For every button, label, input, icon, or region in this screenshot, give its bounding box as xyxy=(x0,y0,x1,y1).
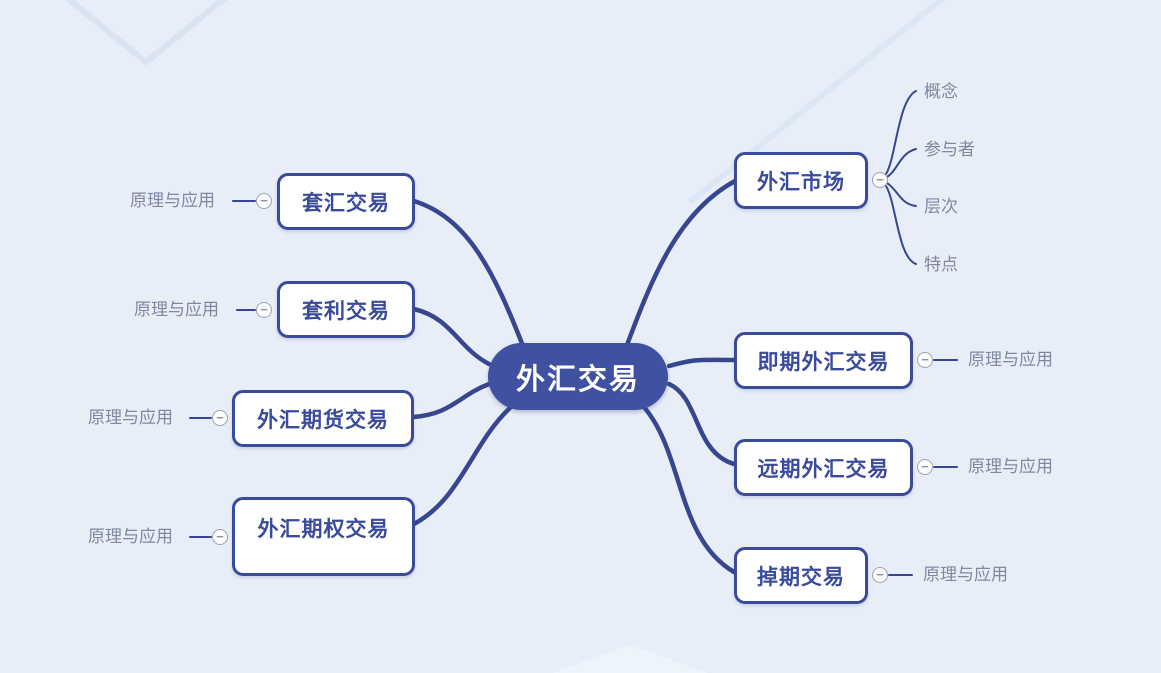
branch-node-swap[interactable]: 掉期交易 xyxy=(734,547,868,604)
collapse-button-right-4[interactable]: − xyxy=(872,567,888,583)
leaf-label-arbitrage-principle[interactable]: 原理与应用 xyxy=(130,191,215,210)
collapse-button-left-2[interactable]: − xyxy=(256,302,272,318)
leaf-label-swap-principle[interactable]: 原理与应用 xyxy=(923,565,1008,584)
branch-node-fx-futures[interactable]: 外汇期货交易 xyxy=(232,390,414,447)
branch-curve-right-3 xyxy=(666,381,737,467)
branch-node-spot-fx[interactable]: 即期外汇交易 xyxy=(734,332,913,389)
leaf-label-market-levels[interactable]: 层次 xyxy=(924,197,958,216)
collapse-button-left-4[interactable]: − xyxy=(212,529,228,545)
branch-node-interest-arbitrage[interactable]: 套利交易 xyxy=(277,281,415,338)
collapse-button-left-1[interactable]: − xyxy=(256,193,272,209)
collapse-button-right-2[interactable]: − xyxy=(917,352,933,368)
leaf-label-fx-options-principle[interactable]: 原理与应用 xyxy=(88,527,173,546)
branch-node-arbitrage[interactable]: 套汇交易 xyxy=(277,173,415,230)
branch-curve-right-4 xyxy=(640,403,737,575)
leaf-label-market-features[interactable]: 特点 xyxy=(924,255,958,274)
leaf-label-interest-arbitrage-principle[interactable]: 原理与应用 xyxy=(134,300,219,319)
branch-node-fx-options[interactable]: 外汇期权交易 xyxy=(232,497,415,576)
leaf-connector-market-1 xyxy=(885,90,917,175)
leaf-label-spot-principle[interactable]: 原理与应用 xyxy=(968,350,1053,369)
branch-curve-left-4 xyxy=(411,403,515,527)
root-node[interactable]: 外汇交易 xyxy=(488,343,668,410)
branch-curve-right-1 xyxy=(624,178,738,348)
branch-curve-left-3 xyxy=(410,381,492,420)
collapse-button-left-3[interactable]: − xyxy=(212,410,228,426)
decor-triangle-bottom xyxy=(552,645,708,673)
leaf-label-market-concept[interactable]: 概念 xyxy=(924,82,958,101)
leaf-label-fx-futures-principle[interactable]: 原理与应用 xyxy=(88,408,173,427)
leaf-label-forward-principle[interactable]: 原理与应用 xyxy=(968,457,1053,476)
leaf-connector-market-4 xyxy=(885,185,917,265)
leaf-connector-market-2 xyxy=(886,148,917,178)
branch-curve-left-2 xyxy=(411,306,492,367)
collapse-button-right-3[interactable]: − xyxy=(917,459,933,475)
branch-node-fx-market[interactable]: 外汇市场 xyxy=(734,152,868,209)
collapse-button-right-1[interactable]: − xyxy=(872,172,888,188)
leaf-label-market-participants[interactable]: 参与者 xyxy=(924,140,975,159)
decor-chevron-top-left xyxy=(64,0,228,66)
branch-node-forward-fx[interactable]: 远期外汇交易 xyxy=(734,439,913,496)
branch-curve-right-2 xyxy=(666,357,737,369)
branch-curve-left-1 xyxy=(411,198,526,349)
leaf-connector-market-3 xyxy=(886,182,917,207)
